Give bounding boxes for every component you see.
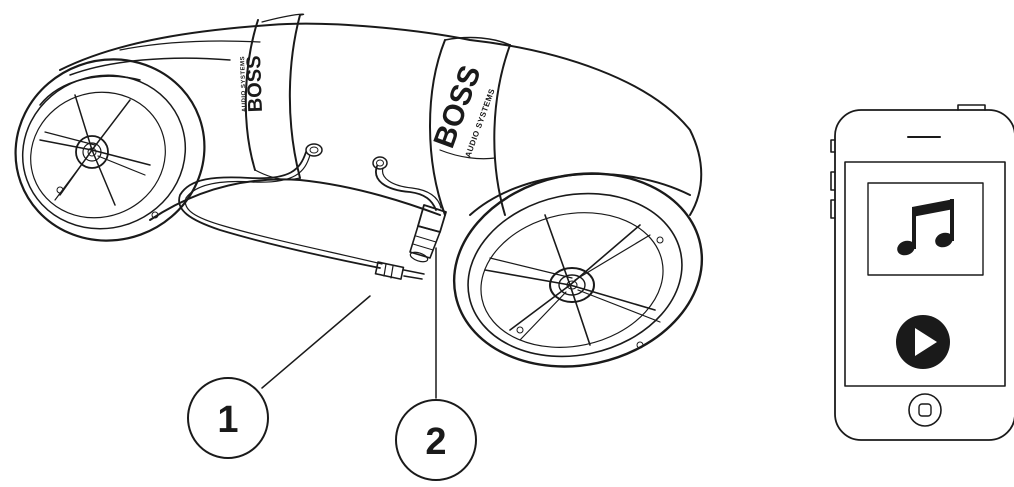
volume-down-button [830,199,836,219]
cable-grommet-right [372,156,388,170]
home-button-icon[interactable] [908,393,942,427]
tube-speaker-system: BOSS AUDIO SYSTEMS BOSS AUDIO SYSTEMS [14,13,704,368]
right-speaker [452,172,704,368]
left-collar: BOSS AUDIO SYSTEMS [240,13,305,181]
play-icon[interactable] [896,315,950,369]
music-note-icon [897,199,954,256]
power-cable [375,165,447,263]
volume-up-button [830,171,836,191]
power-button [957,104,986,111]
left-speaker [14,58,206,242]
callout-1-number: 1 [217,399,238,441]
mute-switch [830,139,836,153]
cable-grommet-left [305,143,323,157]
smartphone [830,104,1014,441]
aux-cable [178,151,425,280]
aux-plug [374,261,425,280]
callout-1: 1 [187,295,371,459]
album-art-box [867,182,984,276]
right-collar: BOSS AUDIO SYSTEMS [428,36,511,216]
power-connector [409,204,447,263]
phone-body [834,109,1014,441]
callout-2-number: 2 [425,421,446,463]
callout-2: 2 [395,247,477,481]
collar-tagline-left: AUDIO SYSTEMS [240,56,248,112]
collar-logo-left: BOSS [243,55,267,112]
phone-screen [844,161,1006,387]
